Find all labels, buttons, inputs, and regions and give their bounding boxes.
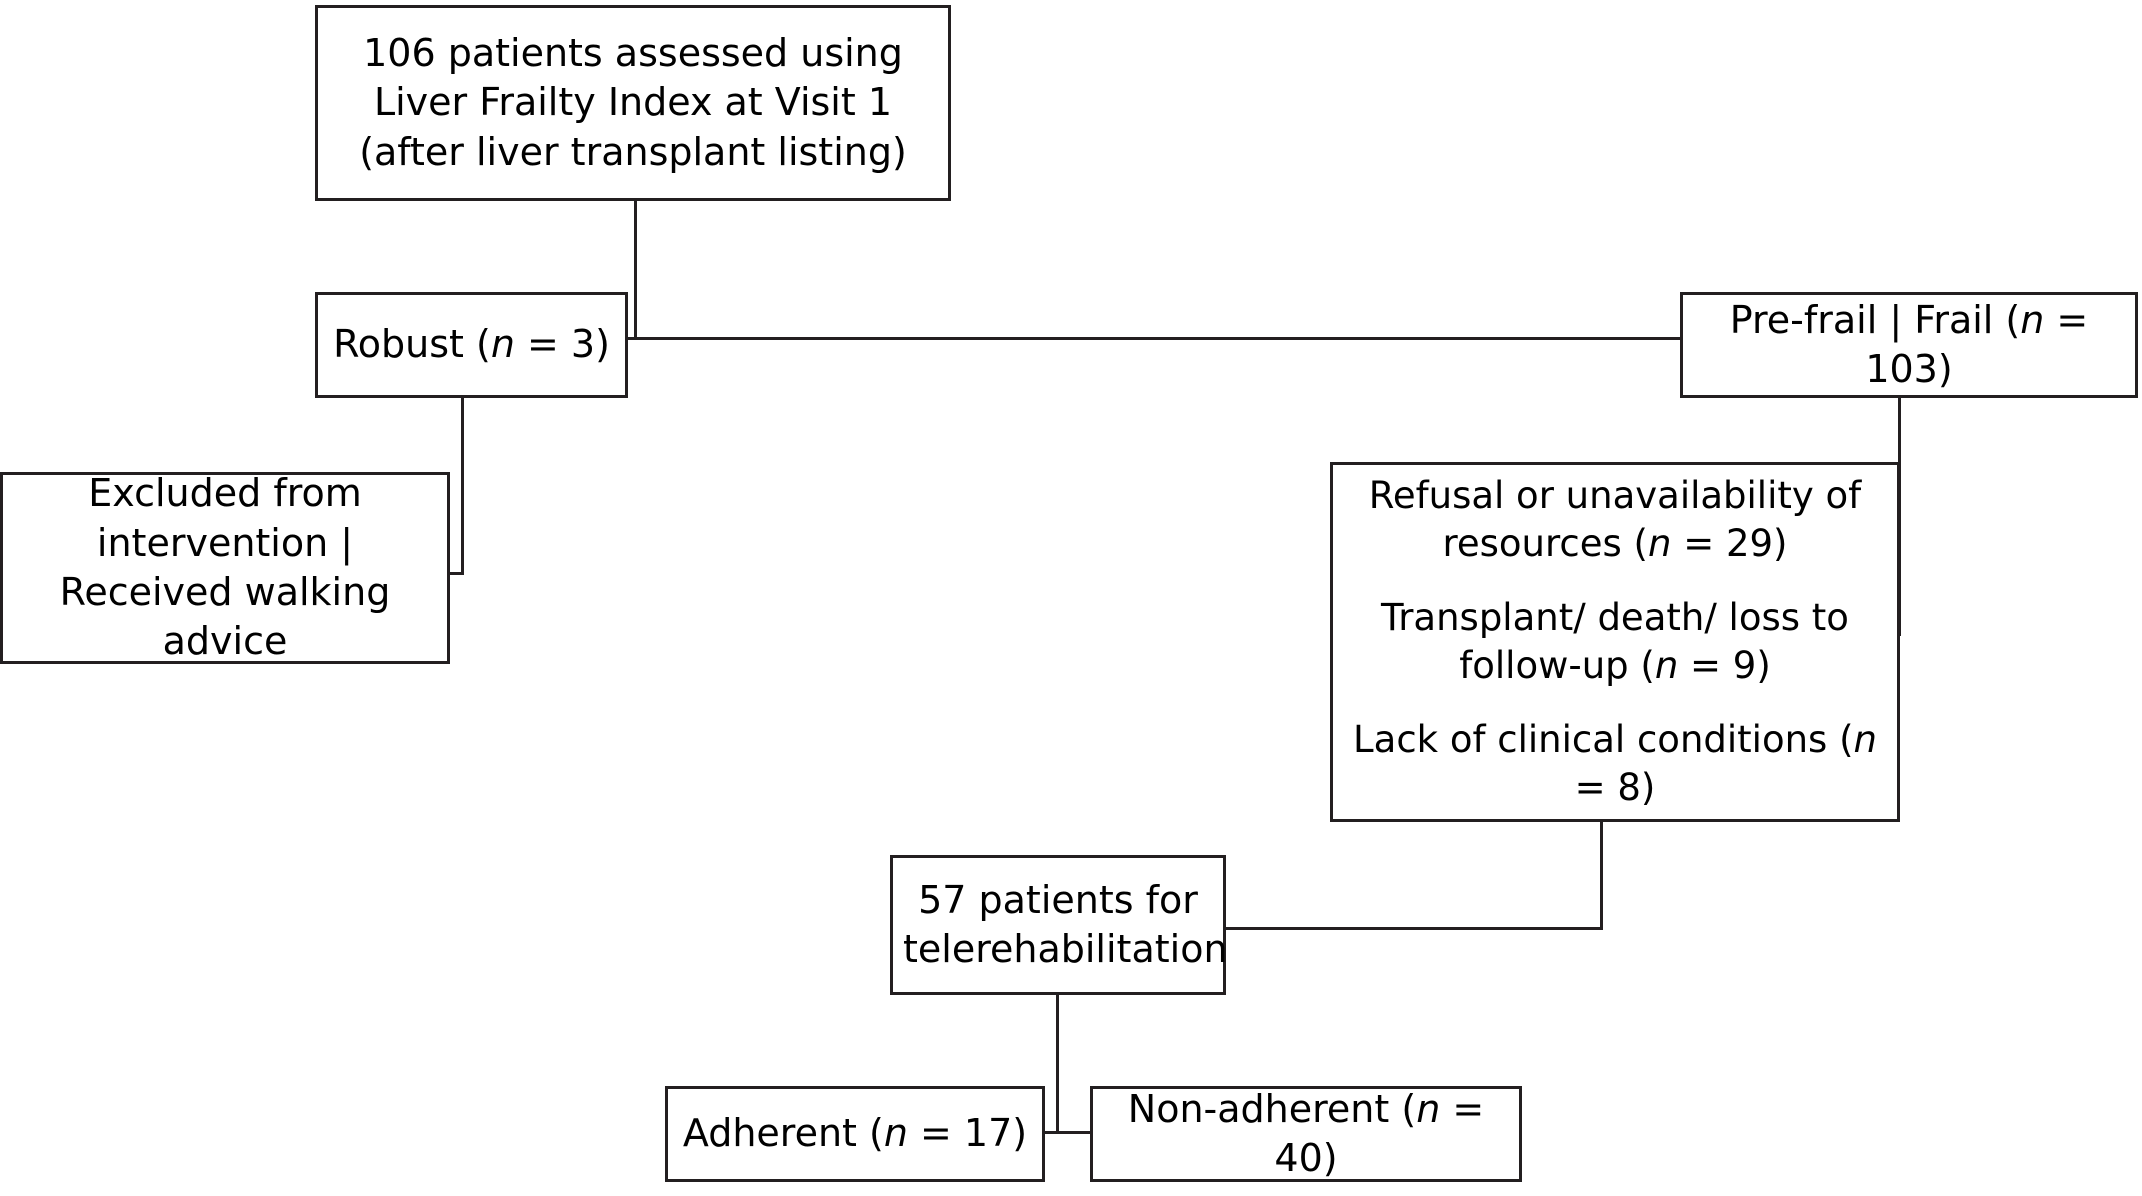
node-prefrail-prefix: Pre-frail | Frail ( xyxy=(1729,297,2021,342)
node-telerehabilitation-label: 57 patients for telerehabilitation xyxy=(903,877,1228,971)
exclusion-reasons-list: Refusal or unavailability of resources (… xyxy=(1343,472,1887,813)
node-prefrail-frail-label: Pre-frail | Frail (n = 103) xyxy=(1693,296,2125,395)
node-robust-label: Robust (n = 3) xyxy=(328,320,615,369)
node-excluded-from-intervention: Excluded from intervention | Received wa… xyxy=(0,471,450,664)
exclusion-reason-lack-clinical-conditions: Lack of clinical conditions (n = 8) xyxy=(1343,716,1887,812)
edge-robust-to-excluded-vertical xyxy=(461,398,464,575)
node-assessed-patients: 106 patients assessed using Liver Frailt… xyxy=(315,5,951,201)
node-adherent-prefix: Adherent ( xyxy=(682,1111,884,1156)
edge-robust-to-excluded-horizontal xyxy=(448,572,464,575)
node-robust-n-symbol: n xyxy=(490,322,515,367)
node-robust-prefix: Robust ( xyxy=(333,322,491,367)
node-non-adherent-prefix: Non-adherent ( xyxy=(1127,1086,1417,1131)
node-non-adherent-label: Non-adherent (n = 40) xyxy=(1103,1085,1509,1184)
node-prefrail-suffix: = 103) xyxy=(1865,297,2089,391)
edge-split-robust-prefrail xyxy=(628,337,1682,340)
exclusion-reason-refusal-prefix: Refusal or unavailability of resources ( xyxy=(1368,473,1862,565)
node-adherent: Adherent (n = 17) xyxy=(665,1086,1045,1182)
node-prefrail-frail: Pre-frail | Frail (n = 103) xyxy=(1680,292,2138,398)
exclusion-reason-refusal-n-symbol: n xyxy=(1648,521,1672,565)
node-adherent-label: Adherent (n = 17) xyxy=(678,1109,1032,1158)
exclusion-reason-transplant-suffix: = 9) xyxy=(1678,644,1771,687)
node-telerehabilitation: 57 patients for telerehabilitation xyxy=(890,855,1228,995)
edge-reasons-to-telerehab-horizontal xyxy=(1224,927,1603,930)
node-robust-suffix: = 3) xyxy=(514,322,610,367)
exclusion-reason-refusal-suffix: = 29) xyxy=(1671,521,1788,565)
exclusion-reason-lack-suffix: = 8) xyxy=(1574,766,1656,810)
node-excluded-from-intervention-label: Excluded from intervention | Received wa… xyxy=(59,471,391,664)
edge-telerehab-to-adherent xyxy=(1043,1131,1059,1134)
edge-telerehab-split-vertical xyxy=(1056,995,1059,1134)
node-adherent-suffix: = 17) xyxy=(907,1111,1028,1156)
exclusion-reason-lack-n-symbol: n xyxy=(1853,718,1877,762)
node-exclusion-reasons: Refusal or unavailability of resources (… xyxy=(1330,462,1900,822)
node-non-adherent: Non-adherent (n = 40) xyxy=(1090,1086,1522,1182)
node-prefrail-n-symbol: n xyxy=(2020,297,2045,342)
exclusion-reason-transplant-death-loss: Transplant/ death/ loss to follow-up (n … xyxy=(1343,594,1887,690)
edge-assessed-to-split xyxy=(634,201,637,339)
node-non-adherent-suffix: = 40) xyxy=(1274,1086,1485,1180)
node-assessed-patients-label: 106 patients assessed using Liver Frailt… xyxy=(359,30,907,174)
node-adherent-n-symbol: n xyxy=(883,1111,908,1156)
exclusion-reason-refusal: Refusal or unavailability of resources (… xyxy=(1343,472,1887,568)
exclusion-reason-transplant-prefix: Transplant/ death/ loss to follow-up ( xyxy=(1381,595,1849,687)
exclusion-reason-transplant-n-symbol: n xyxy=(1654,644,1679,687)
node-robust: Robust (n = 3) xyxy=(315,292,628,398)
exclusion-reason-lack-prefix: Lack of clinical conditions ( xyxy=(1353,718,1854,762)
node-non-adherent-n-symbol: n xyxy=(1416,1086,1441,1131)
edge-reasons-to-telerehab-vertical xyxy=(1600,822,1603,930)
edge-telerehab-to-non-adherent xyxy=(1056,1131,1093,1134)
